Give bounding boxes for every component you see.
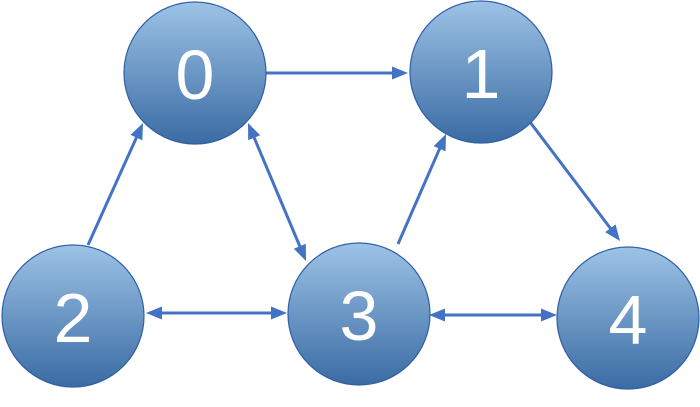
arrowhead-2-0-end [130, 123, 143, 141]
node-3 [287, 242, 431, 386]
node-2-label: 2 [54, 279, 93, 357]
node-4 [556, 246, 700, 390]
node-0-label: 0 [176, 36, 215, 114]
node-0 [123, 1, 267, 145]
edge-2-0 [86, 134, 140, 246]
arrowhead-1-4-end [605, 224, 620, 241]
arrowhead-0-3-end [293, 243, 306, 261]
node-1-label: 1 [462, 35, 501, 113]
arrowhead-2-3-start [146, 306, 162, 320]
node-1 [409, 0, 553, 144]
arrowhead-3-4-end [541, 308, 557, 322]
node-4-label: 4 [609, 281, 648, 359]
arrowhead-0-3-start [248, 123, 261, 141]
arrowhead-3-1-end [433, 134, 446, 152]
edge-1-4 [528, 121, 614, 232]
arrowhead-3-4-start [429, 308, 445, 322]
edge-3-1 [396, 145, 443, 245]
arrowhead-0-1-end [392, 66, 408, 80]
arrowhead-2-3-end [271, 306, 287, 320]
node-2 [1, 244, 145, 388]
node-3-label: 3 [340, 277, 379, 355]
edge-0-3 [251, 134, 303, 250]
